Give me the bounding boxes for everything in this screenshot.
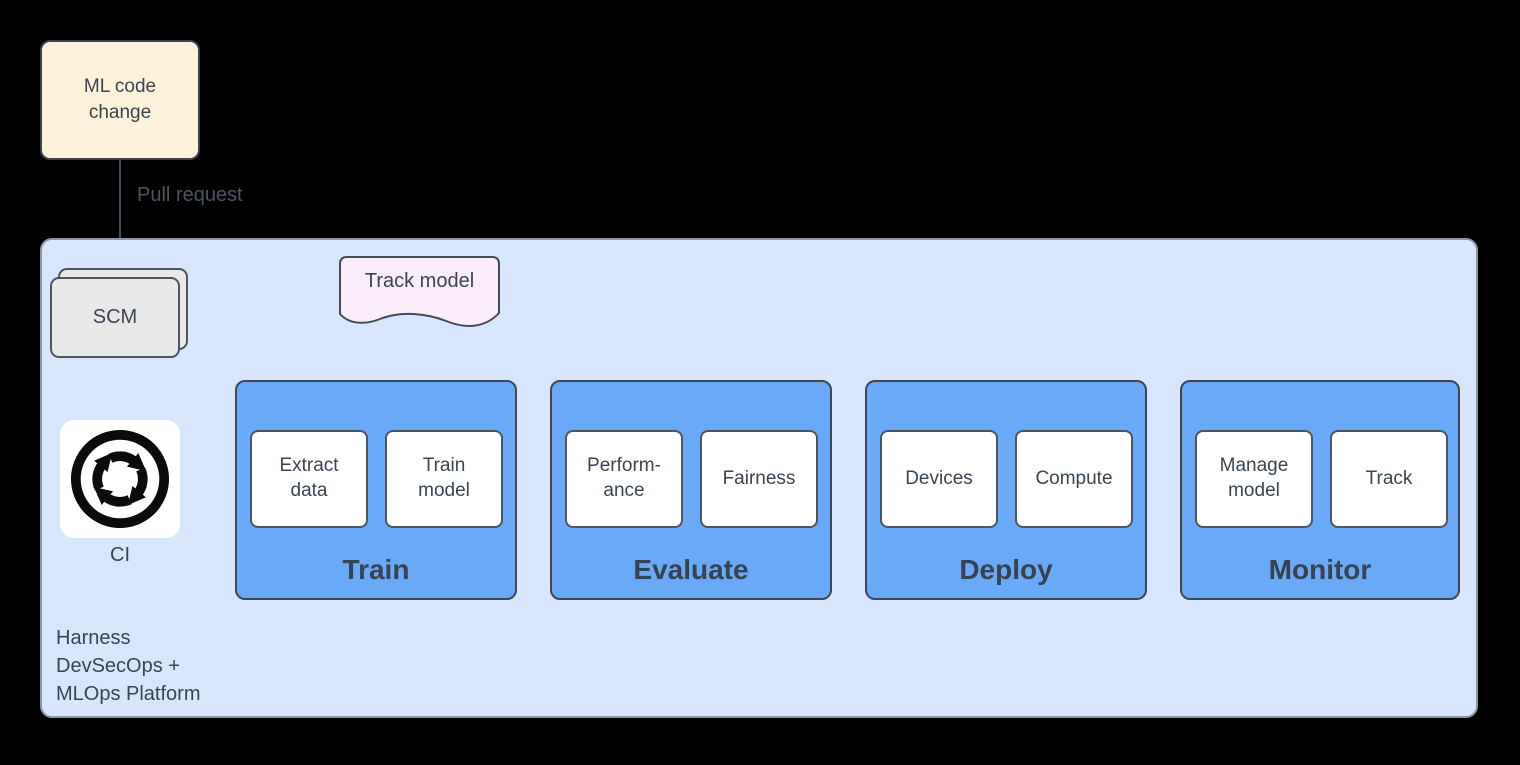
track-model-label: Track model [364, 270, 475, 292]
platform-label-line2: DevSecOps + [56, 655, 180, 677]
substage-extract-data-label: Extract data [279, 455, 339, 501]
substage-compute: Compute [1015, 430, 1133, 528]
stage-evaluate: Perform- ance Fairness Evaluate [550, 380, 832, 600]
ml-code-change-node: ML code change [40, 40, 200, 160]
substage-train-model: Train model [385, 430, 503, 528]
platform-label: Harness DevSecOps + MLOps Platform [56, 624, 200, 708]
pull-request-label: Pull request [137, 184, 243, 206]
substage-train-model-label: Train model [418, 455, 470, 501]
stage-monitor: Manage model Track Monitor [1180, 380, 1460, 600]
stage-train-title: Train [342, 554, 410, 585]
ci-node [60, 420, 180, 538]
stage-train: Extract data Train model Train [235, 380, 517, 600]
platform-label-line3: MLOps Platform [56, 683, 201, 705]
scm-label: SCM [92, 306, 138, 328]
substage-devices-label: Devices [905, 467, 973, 489]
substage-extract-data: Extract data [250, 430, 368, 528]
platform-label-line1: Harness [56, 627, 131, 649]
stage-evaluate-title: Evaluate [633, 554, 749, 585]
stage-deploy-title: Deploy [959, 554, 1053, 585]
ci-label: CI [110, 544, 130, 566]
track-model-node [339, 256, 500, 334]
ml-code-change-label: ML code change [83, 76, 157, 123]
substage-devices: Devices [880, 430, 998, 528]
substage-fairness: Fairness [700, 430, 818, 528]
substage-fairness-label: Fairness [722, 467, 796, 489]
substage-performance: Perform- ance [565, 430, 683, 528]
substage-track-label: Track [1365, 467, 1413, 489]
stage-monitor-title: Monitor [1268, 554, 1372, 585]
ci-sync-cycle-icon [70, 429, 170, 529]
substage-performance-label: Perform- ance [587, 455, 661, 501]
scm-node: SCM [50, 277, 180, 358]
substage-manage-model-label: Manage model [1219, 455, 1289, 501]
stage-deploy: Devices Compute Deploy [865, 380, 1147, 600]
substage-compute-label: Compute [1035, 467, 1113, 489]
substage-manage-model: Manage model [1195, 430, 1313, 528]
substage-track: Track [1330, 430, 1448, 528]
